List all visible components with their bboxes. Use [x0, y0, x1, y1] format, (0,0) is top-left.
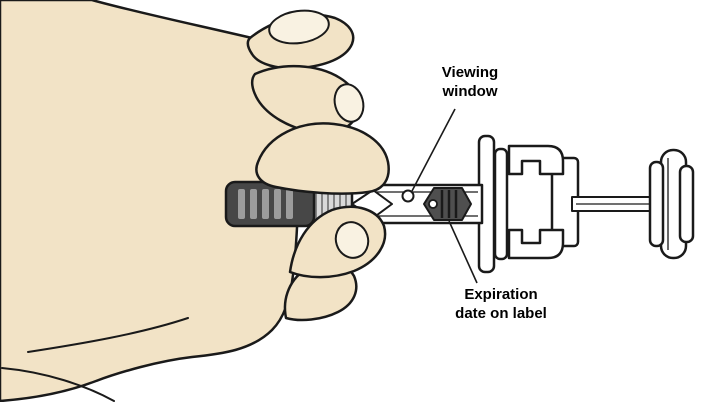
label-band	[423, 187, 472, 221]
thumb-rest	[648, 148, 695, 260]
backstop-bottom-arm	[507, 228, 565, 260]
expiration-label: Expiration date on label	[455, 286, 547, 322]
wrist-crease	[1, 367, 115, 402]
thumb	[255, 122, 390, 195]
thumb-rest-disc	[648, 160, 665, 248]
viewing-window-leader-line	[411, 108, 456, 192]
plunger-rod	[571, 196, 655, 212]
palm-crease	[27, 317, 189, 353]
expiration-leader-line	[448, 220, 478, 284]
label-band-dot	[428, 199, 438, 209]
needle-cap	[224, 180, 316, 228]
backstop	[507, 144, 580, 260]
viewing-window-label: Viewing window	[441, 64, 499, 100]
label-band-body	[423, 187, 472, 221]
viewing-window-marker	[401, 189, 415, 203]
finger-flange-back	[493, 147, 509, 261]
fingernail	[268, 9, 330, 45]
fingernail	[334, 221, 370, 259]
backstop-top-arm	[507, 144, 565, 176]
thumb-rest-cap	[678, 164, 695, 244]
gripping-fingers	[255, 122, 390, 279]
needle-cap-ribs	[238, 189, 293, 219]
hand-illustration	[0, 0, 365, 402]
fingernail	[333, 83, 365, 123]
